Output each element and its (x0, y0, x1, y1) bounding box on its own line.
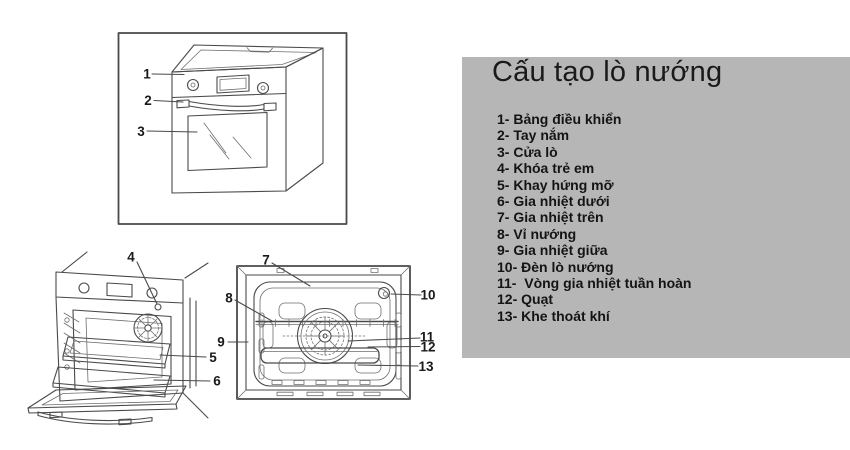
leader-line-13 (357, 364, 419, 367)
legend-item: 5- Khay hứng mỡ (497, 176, 614, 193)
part-number-12: 12 (420, 340, 435, 355)
convection-fan (133, 313, 163, 343)
leader-line-5 (159, 354, 207, 358)
door-handle (176, 99, 277, 112)
display-screen (216, 74, 250, 94)
leader-line-10 (390, 293, 422, 296)
cabinet-edge-line (61, 251, 88, 273)
legend-item: 4- Khóa trẻ em (497, 160, 595, 177)
part-number-1: 1 (143, 67, 151, 82)
oven-3d-view: 1 2 3 (117, 32, 348, 225)
oven-open-view: 4 5 6 (27, 250, 221, 426)
part-number-2: 2 (144, 93, 152, 108)
grease-tray (62, 336, 171, 369)
open-door-handle (37, 411, 153, 422)
leader-line-4 (136, 261, 158, 305)
part-number-11: 11 (420, 330, 435, 345)
legend-list: 1- Bảng điều khiển 2- Tay nắm 3- Cửa lò … (497, 111, 691, 324)
knob-icon (256, 81, 270, 95)
part-number-6: 6 (213, 374, 221, 389)
oven-front-face (171, 66, 287, 194)
open-door (27, 385, 187, 426)
side-rack-rails (63, 312, 81, 370)
lower-tray (52, 366, 171, 398)
knob-icon (146, 287, 158, 299)
leader-line-12 (367, 345, 421, 348)
part-number-7: 7 (262, 253, 270, 268)
part-number-10: 10 (420, 288, 435, 303)
diagram-frame (117, 32, 348, 225)
leader-line-7 (271, 262, 311, 287)
legend-item: 11- Vòng gia nhiệt tuần hoàn (497, 274, 692, 291)
part-number-5: 5 (209, 350, 217, 365)
legend-item: 8- Vỉ nướng (497, 225, 577, 242)
legend-item: 6- Gia nhiệt dưới (497, 192, 610, 209)
knob-icon (186, 78, 200, 92)
legend-item: 2- Tay nắm (497, 127, 570, 144)
leader-line-11 (347, 337, 421, 342)
legend-item: 13- Khe thoát khí (497, 307, 610, 324)
part-number-9: 9 (217, 335, 225, 350)
page-title: Cấu tạo lò nướng (492, 56, 723, 88)
control-panel (171, 74, 287, 99)
oven-interior-view: 7 8 9 10 11 12 13 (217, 253, 436, 400)
legend-item: 10- Đèn lò nướng (497, 258, 614, 275)
drip-tray (260, 347, 380, 364)
cabinet-edge-line (184, 262, 209, 279)
oven-light (377, 286, 391, 300)
legend-item: 3- Cửa lò (497, 143, 558, 160)
leader-line-2 (153, 99, 184, 103)
leader-line-3 (146, 130, 198, 133)
fan (282, 316, 368, 356)
vent-slots (271, 380, 381, 397)
legend-panel: Cấu tạo lò nướng 1- Bảng điều khiển 2- T… (462, 57, 850, 358)
grill-rack (255, 319, 399, 327)
display-screen (106, 282, 133, 298)
leader-line-6 (153, 379, 211, 382)
open-oven-control-panel (55, 271, 184, 304)
oven-door-glass (187, 111, 268, 172)
oven-top-face (171, 44, 324, 73)
legend-item: 9- Gia nhiệt giữa (497, 242, 608, 259)
rack-supports (258, 312, 402, 380)
cavity-wall (253, 281, 397, 387)
knob-icon (78, 282, 90, 294)
interior-frame (236, 265, 411, 400)
leader-line-1 (151, 73, 185, 76)
part-number-3: 3 (137, 124, 145, 139)
legend-item: 7- Gia nhiệt trên (497, 209, 604, 226)
part-number-8: 8 (225, 291, 233, 306)
legend-item: 1- Bảng điều khiển (497, 111, 622, 127)
oven-side-face (285, 47, 324, 192)
oven-cavity (72, 309, 172, 391)
oven-diagrams: 1 2 3 (27, 32, 436, 426)
part-number-4: 4 (127, 250, 135, 265)
child-lock (154, 303, 162, 311)
leader-line-8 (234, 299, 273, 322)
part-number-13: 13 (418, 359, 434, 374)
legend-item: 12- Quạt (497, 291, 554, 308)
